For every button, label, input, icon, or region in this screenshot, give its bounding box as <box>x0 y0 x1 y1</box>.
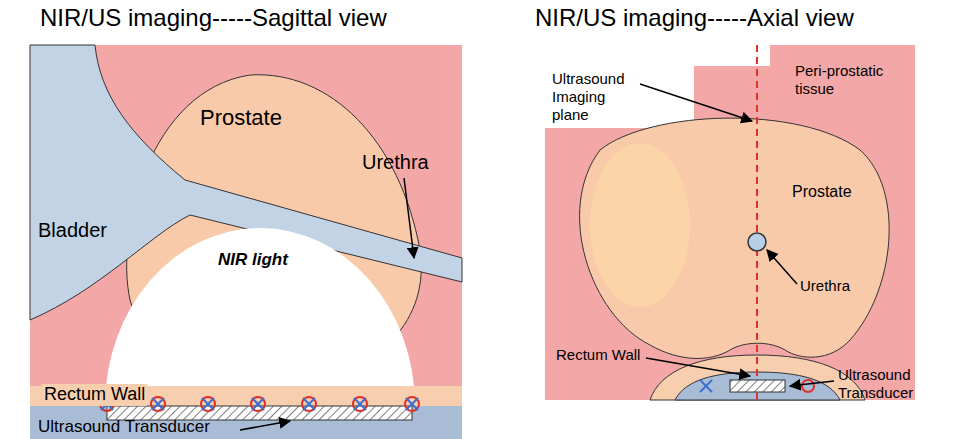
detector-mark <box>700 380 712 392</box>
transducer-shape <box>730 380 785 392</box>
panel-title: NIR/US imaging-----Axial view <box>535 4 854 33</box>
leader-line <box>646 358 750 376</box>
source-detector-markers <box>100 397 419 411</box>
leader-line <box>767 250 797 284</box>
organ-label: Rectum Wall <box>556 346 640 364</box>
leader-line <box>240 421 290 430</box>
urethra-circle <box>748 233 766 251</box>
device-label: Ultrasound Transducer <box>838 366 920 402</box>
leader-line <box>790 381 834 386</box>
light-label: NIR light <box>218 250 288 270</box>
source-mark <box>802 380 814 392</box>
tissue-label: Peri-prostatic tissue <box>795 62 907 98</box>
imaging-plane-line <box>756 45 758 400</box>
label-ground <box>545 45 770 128</box>
organ-label: Bladder <box>38 218 107 242</box>
rectum-lumen <box>30 406 462 439</box>
organ-label: Urethra <box>800 277 850 295</box>
leader-line <box>404 178 414 258</box>
prostate-zone <box>590 143 690 307</box>
panel-title: NIR/US imaging-----Sagittal view <box>40 4 387 33</box>
nir-light-arc <box>105 228 415 406</box>
peri-prostatic-tissue <box>30 45 462 439</box>
organ-label: Prostate <box>792 182 852 201</box>
peri-prostatic-tissue <box>545 45 915 400</box>
prostate-shape <box>580 118 890 358</box>
organ-label: Rectum Wall <box>42 384 147 406</box>
plane-label: Ultrasound Imaging plane <box>552 70 636 124</box>
organ-label: Prostate <box>200 105 282 131</box>
device-label: Ultrasound Transducer <box>38 417 210 437</box>
organ-label: Urethra <box>362 150 429 174</box>
leader-line <box>640 84 752 121</box>
